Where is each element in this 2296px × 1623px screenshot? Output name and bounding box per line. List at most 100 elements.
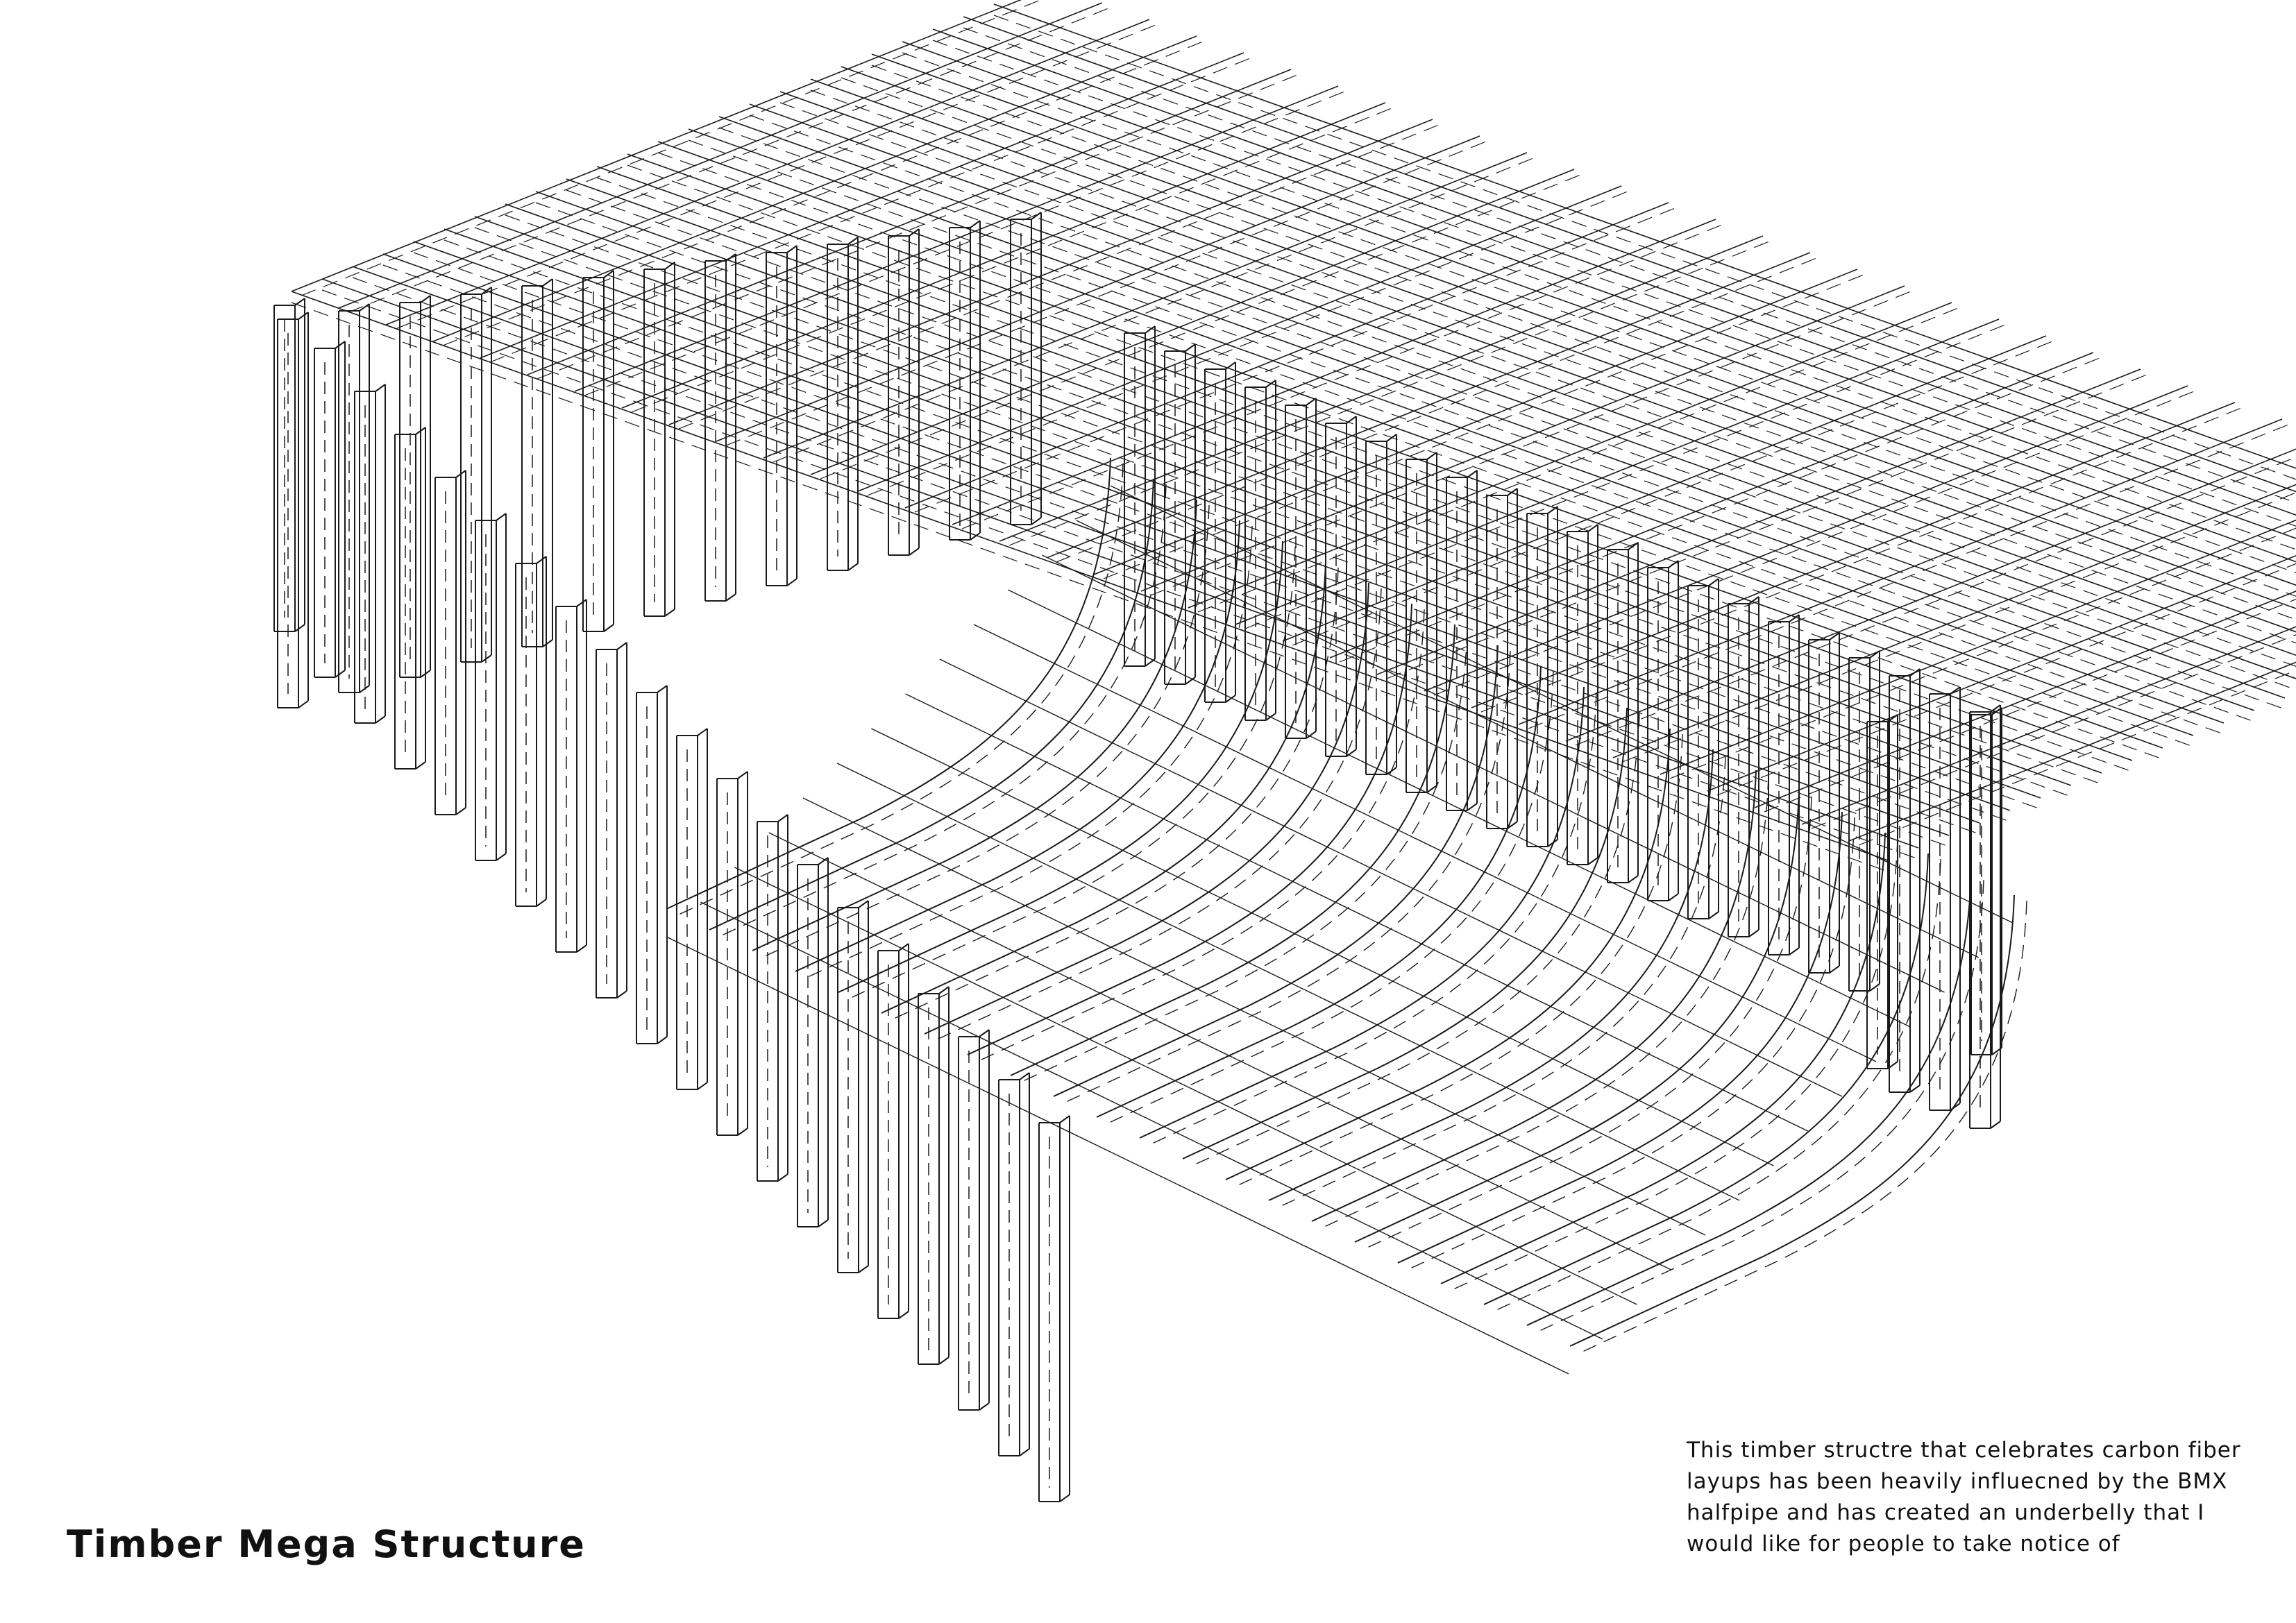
timber-member: [616, 990, 627, 999]
timber-rib: [721, 484, 1167, 936]
timber-member: [841, 77, 2296, 597]
timber-member: [1909, 668, 1921, 677]
timber-rib: [1311, 770, 1757, 1222]
timber-member: [938, 1357, 949, 1365]
timber-member: [847, 563, 859, 571]
timber-member: [725, 139, 1490, 446]
timber-member: [1433, 389, 2198, 696]
timber-rib: [1539, 879, 1984, 1332]
timber-member: [1031, 517, 1042, 525]
timber-member: [1887, 714, 1898, 722]
timber-rib: [1281, 754, 1726, 1207]
timber-member: [657, 1036, 668, 1044]
timber-member: [415, 761, 426, 770]
timber-member: [444, 228, 2041, 799]
timber-member: [1185, 343, 1196, 352]
timber-member: [818, 1219, 829, 1227]
timber-member: [1909, 1085, 1921, 1093]
timber-member: [542, 278, 553, 287]
timber-member: [963, 16, 2296, 493]
timber-member: [584, 90, 1349, 396]
timber-member: [455, 807, 466, 815]
timber-member: [749, 103, 2296, 656]
timber-member: [1528, 423, 2293, 729]
timber-member: [973, 624, 1877, 1062]
timber-member: [1056, 256, 1821, 563]
timber-member: [905, 693, 1808, 1132]
timber-member: [818, 857, 829, 865]
timber-member: [301, 0, 1042, 296]
timber-member: [489, 56, 1254, 363]
timber-member: [335, 670, 346, 678]
timber-member: [768, 832, 1671, 1271]
timber-member: [786, 245, 797, 253]
timber-member: [352, 266, 1950, 836]
timber-member: [1386, 373, 2151, 679]
front-posts: [273, 298, 1070, 1502]
timber-member: [1547, 839, 1558, 847]
timber-member: [1042, 554, 1945, 993]
timber-rib: [795, 520, 1240, 972]
timber-member: [1869, 983, 1880, 992]
timber-member: [542, 639, 553, 647]
timber-member: [779, 91, 2296, 633]
timber-member: [527, 69, 1292, 375]
timber-member: [1811, 634, 2296, 829]
timber-member: [420, 295, 431, 303]
timber-member: [697, 728, 708, 736]
timber-member: [1244, 323, 2009, 629]
page-title: Timber Mega Structure: [67, 1522, 586, 1566]
timber-member: [858, 900, 869, 908]
timber-member: [909, 547, 920, 556]
timber-member: [773, 156, 1537, 463]
timber-member: [536, 899, 547, 907]
timber-member: [1668, 893, 1679, 901]
timber-member: [939, 658, 1843, 1097]
timber-member: [1292, 339, 2057, 646]
timber-rib: [881, 561, 1326, 1014]
timber-member: [480, 52, 1244, 359]
timber-member: [1789, 947, 1800, 955]
timber-member: [1708, 911, 1719, 919]
timber-member: [298, 700, 309, 708]
timber-member: [1225, 695, 1236, 703]
timber-member: [442, 40, 1207, 346]
timber-member: [432, 35, 1197, 342]
timber-member: [1093, 269, 1858, 575]
timber-member: [902, 41, 2296, 539]
timber-member: [496, 513, 507, 521]
timber-rib: [1526, 874, 1972, 1326]
timber-member: [505, 203, 2102, 774]
timber-member: [596, 166, 2194, 736]
timber-member: [1197, 306, 1962, 613]
timber-rib: [1053, 645, 1499, 1097]
timber-member: [777, 814, 788, 822]
timber-member: [1426, 452, 1437, 460]
timber-member: [1612, 484, 2296, 758]
timber-member: [1008, 589, 1911, 1028]
timber-rib: [1483, 853, 1929, 1305]
timber-member: [413, 252, 2011, 822]
timber-member: [1575, 457, 2296, 746]
timber-rib: [850, 546, 1296, 999]
timber-member: [1950, 686, 1961, 695]
timber-member: [535, 191, 2133, 761]
timber-rib: [967, 603, 1412, 1055]
timber-member: [1424, 385, 2188, 692]
timber-rib: [1108, 671, 1554, 1123]
timber-member: [1150, 289, 1915, 596]
timber-member: [820, 173, 1585, 479]
timber-member: [1386, 767, 1397, 775]
timber-member: [1789, 614, 1800, 622]
timber-member: [1265, 713, 1276, 721]
timber-member: [1869, 650, 1880, 658]
timber-member: [603, 624, 614, 632]
timber-member: [737, 1128, 748, 1136]
timber-rib: [979, 609, 1425, 1061]
timber-member: [952, 219, 1716, 525]
timber-member: [1708, 578, 1719, 586]
timber-member: [1059, 1115, 1070, 1123]
timber-member: [847, 237, 859, 245]
description-line: would like for people to take notice of: [1687, 1531, 2120, 1556]
timber-member: [718, 116, 2296, 679]
